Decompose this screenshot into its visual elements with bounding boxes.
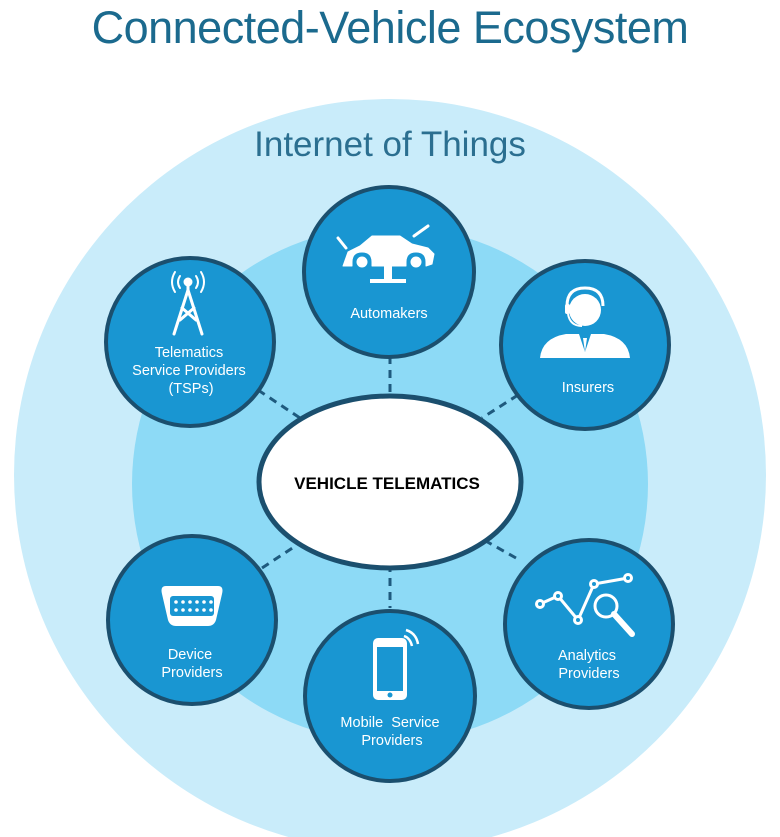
connector-insurers [481, 393, 519, 420]
connector-analytics [483, 538, 517, 560]
connector-tsp [257, 388, 301, 420]
smartphone-icon [373, 628, 420, 700]
connectors [257, 356, 519, 608]
node-label: Mobile Service Providers [340, 715, 443, 749]
node-label: Automakers [350, 306, 427, 322]
car-chassis-icon [336, 224, 435, 283]
node-device: Device Providers [106, 534, 278, 706]
node-label: Telematics Service Providers (TSPs) [132, 345, 250, 397]
node-automakers: Automakers [302, 185, 476, 359]
center-node [256, 393, 524, 571]
obd-connector-icon [161, 586, 223, 626]
center-label: VEHICLE TELEMATICS [294, 474, 480, 493]
analytics-magnifier-icon [535, 573, 635, 637]
agent-headset-icon [540, 286, 630, 358]
node-tsp: Telematics Service Providers (TSPs) [104, 256, 276, 428]
ring-label: Internet of Things [254, 125, 526, 164]
node-analytics: Analytics Providers [503, 538, 675, 710]
connector-device [261, 541, 301, 570]
cell-tower-icon [171, 271, 205, 336]
node-circle [503, 538, 675, 710]
page-title: Connected-Vehicle Ecosystem [91, 2, 689, 53]
node-insurers: Insurers [499, 259, 671, 431]
node-label: Insurers [562, 380, 614, 396]
node-mobile: Mobile Service Providers [303, 609, 477, 783]
node-circle [104, 256, 276, 428]
node-label: Analytics Providers [558, 648, 620, 682]
node-label: Device Providers [161, 647, 222, 681]
